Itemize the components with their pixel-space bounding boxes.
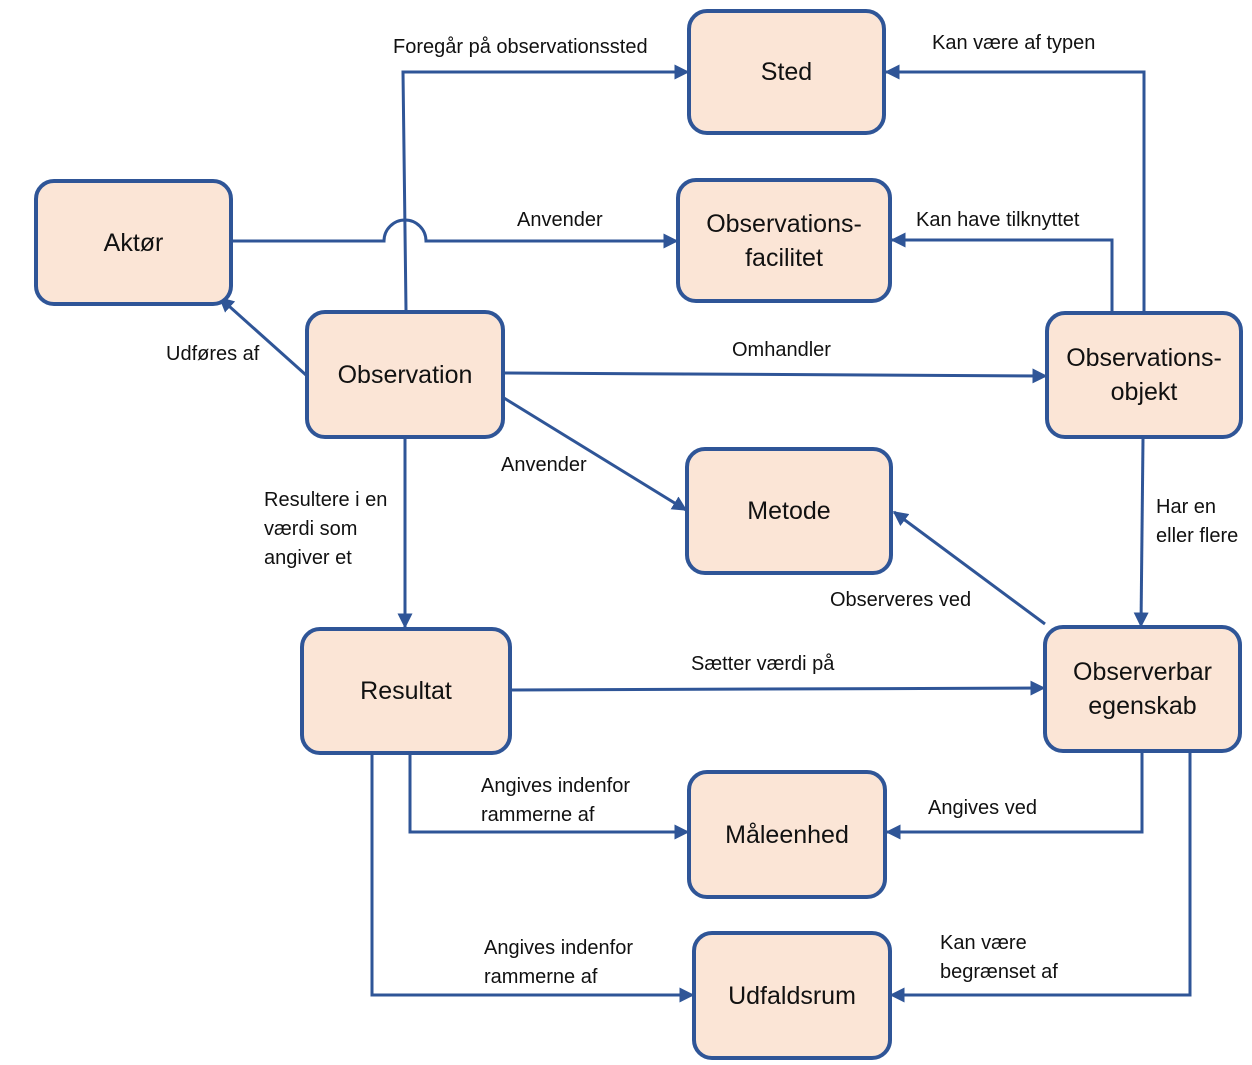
- node-aktor: Aktør: [34, 179, 233, 306]
- node-metode: Metode: [685, 447, 893, 575]
- edge-observation-metode: [503, 396, 688, 512]
- node-sted: Sted: [687, 9, 886, 135]
- edge-egenskab-metode: [892, 510, 1046, 626]
- label-kan-vaere-begraenset: Kan være begrænset af: [940, 932, 1058, 983]
- label-udfoeres: Udføres af: [166, 343, 260, 365]
- edge-resultat-egenskab: [510, 680, 1046, 696]
- label-observeres: Observeres ved: [830, 589, 972, 611]
- edge-egenskab-maaleenhed: [885, 752, 1144, 840]
- label-anvender-metode: Anvender: [501, 454, 587, 476]
- label-resultere: Resultere i en værdi som angiver et: [264, 489, 388, 569]
- node-udfaldsrum: Udfaldsrum: [692, 931, 892, 1060]
- label-har-en: Har en eller flere: [1156, 496, 1239, 547]
- label-kan-have: Kan have tilknyttet: [916, 209, 1080, 231]
- node-resultat: Resultat: [300, 627, 512, 755]
- edge-aktor-facilitet: [232, 218, 679, 249]
- edge-observation-objekt: [503, 368, 1048, 384]
- edge-objekt-facilitet: [890, 232, 1114, 312]
- label-angives-indenfor-1: Angives indenfor rammerne af: [481, 775, 630, 826]
- edge-resultat-maaleenhed: [408, 755, 690, 840]
- node-observationsfacilitet: Observations- facilitet: [676, 178, 892, 303]
- edge-observation-sted: [401, 64, 690, 311]
- edge-objekt-sted: [884, 64, 1146, 312]
- label-angives-indenfor-2: Angives indenfor rammerne af: [484, 937, 633, 988]
- label-angives-ved: Angives ved: [928, 797, 1037, 819]
- label-saetter: Sætter værdi på: [691, 653, 835, 675]
- node-maaleenhed: Måleenhed: [687, 770, 887, 899]
- node-observation: Observation: [305, 310, 505, 439]
- node-observationsobjekt: Observations- objekt: [1045, 311, 1243, 439]
- node-observerbar-egenskab: Observerbar egenskab: [1043, 625, 1242, 753]
- label-anvender-facilitet: Anvender: [517, 209, 603, 231]
- edge-observation-aktor: [218, 296, 308, 377]
- label-kan-vaere-typen: Kan være af typen: [932, 32, 1096, 54]
- label-foregaar: Foregår på observationssted: [393, 36, 648, 58]
- edge-egenskab-udfaldsrum: [889, 752, 1192, 1003]
- edge-resultat-udfaldsrum: [370, 755, 695, 1003]
- edge-objekt-egenskab: [1133, 438, 1149, 628]
- label-omhandler: Omhandler: [732, 339, 831, 361]
